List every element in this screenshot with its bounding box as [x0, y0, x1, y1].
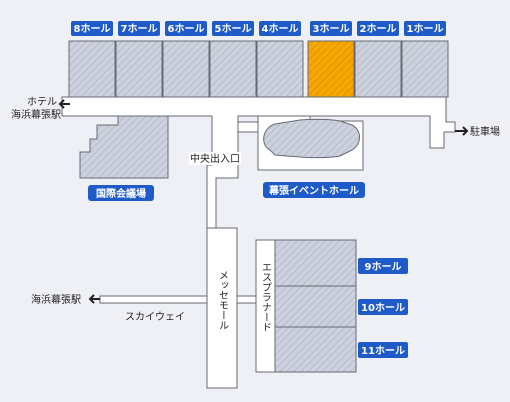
hall-1-label[interactable]: 1ホール: [404, 21, 446, 36]
conference-hall-label-text: 国際会議場: [96, 187, 146, 200]
hall-8-label[interactable]: 8ホール: [71, 21, 113, 36]
hall-4-label[interactable]: 4ホール: [259, 21, 301, 36]
event-hall-building[interactable]: [257, 115, 364, 171]
hall-5-label-text: 5ホール: [215, 23, 252, 35]
hall-1-label-text: 1ホール: [407, 23, 444, 35]
international-conference-hall-building[interactable]: [79, 115, 169, 179]
hall-2[interactable]: [354, 40, 402, 98]
hall-8[interactable]: [68, 40, 116, 98]
hall-8-label-text: 8ホール: [74, 23, 111, 35]
hall-4-label-text: 4ホール: [262, 23, 299, 35]
hall-3-label[interactable]: 3ホール: [310, 21, 352, 36]
hotel-label: ホテル: [27, 96, 57, 108]
hall-11[interactable]: [274, 326, 357, 373]
arrow-left-icon: [88, 294, 100, 304]
messe-mall-walkway: [206, 227, 238, 389]
station-top-label: 海浜幕張駅: [11, 108, 61, 121]
parking-label: 駐車場: [470, 125, 500, 138]
sky-way-walkway: [99, 295, 208, 304]
hall-6-label[interactable]: 6ホール: [165, 21, 207, 36]
hall-9-label-text: 9ホール: [365, 261, 402, 273]
hall-7[interactable]: [115, 40, 163, 98]
central-entrance-bg: [189, 152, 241, 165]
hall-11-label-text: 11ホール: [361, 345, 405, 357]
hall-2-label-text: 2ホール: [360, 23, 397, 35]
hall-10-label[interactable]: 10ホール: [358, 299, 408, 315]
hall-7-label[interactable]: 7ホール: [118, 21, 160, 36]
hall-connector: [236, 295, 257, 304]
esplanade-label: エスプラナード: [260, 262, 272, 332]
hall-4[interactable]: [256, 40, 304, 98]
hall-9[interactable]: [274, 239, 357, 287]
top-hall-labels: 8ホール 7ホール 6ホール 5ホール 4ホール 3ホール 2ホール 1ホール: [71, 21, 446, 36]
hall-3[interactable]: [307, 40, 355, 98]
arrow-left-icon: [58, 99, 70, 109]
hall-6[interactable]: [162, 40, 210, 98]
arrow-right-icon: [455, 126, 469, 136]
hall-3-label-text: 3ホール: [313, 23, 350, 35]
hall-9-label[interactable]: 9ホール: [358, 258, 408, 274]
hall-5-label[interactable]: 5ホール: [212, 21, 254, 36]
hall-6-label-text: 6ホール: [168, 23, 205, 35]
hall-10[interactable]: [274, 285, 357, 328]
sky-way-label: スカイウェイ: [125, 311, 185, 323]
side-hall-labels: 9ホール 10ホール 11ホール: [358, 258, 408, 358]
hall-1[interactable]: [401, 40, 449, 98]
hall-2-label[interactable]: 2ホール: [357, 21, 399, 36]
hall-11-label[interactable]: 11ホール: [358, 342, 408, 358]
side-halls: [274, 239, 357, 373]
hall-10-label-text: 10ホール: [361, 302, 405, 314]
event-hall-label-text: 幕張イベントホール: [268, 184, 359, 197]
central-entrance-label: 中央出入口: [190, 152, 240, 165]
hall-7-label-text: 7ホール: [121, 23, 158, 35]
station-bottom-label: 海浜幕張駅: [31, 293, 81, 306]
hall-5[interactable]: [209, 40, 257, 98]
messe-mall-label: メッセモール: [217, 270, 229, 330]
conference-hall-label[interactable]: 国際会議場: [88, 185, 154, 201]
top-halls: [68, 40, 449, 98]
event-hall-label[interactable]: 幕張イベントホール: [263, 182, 365, 198]
